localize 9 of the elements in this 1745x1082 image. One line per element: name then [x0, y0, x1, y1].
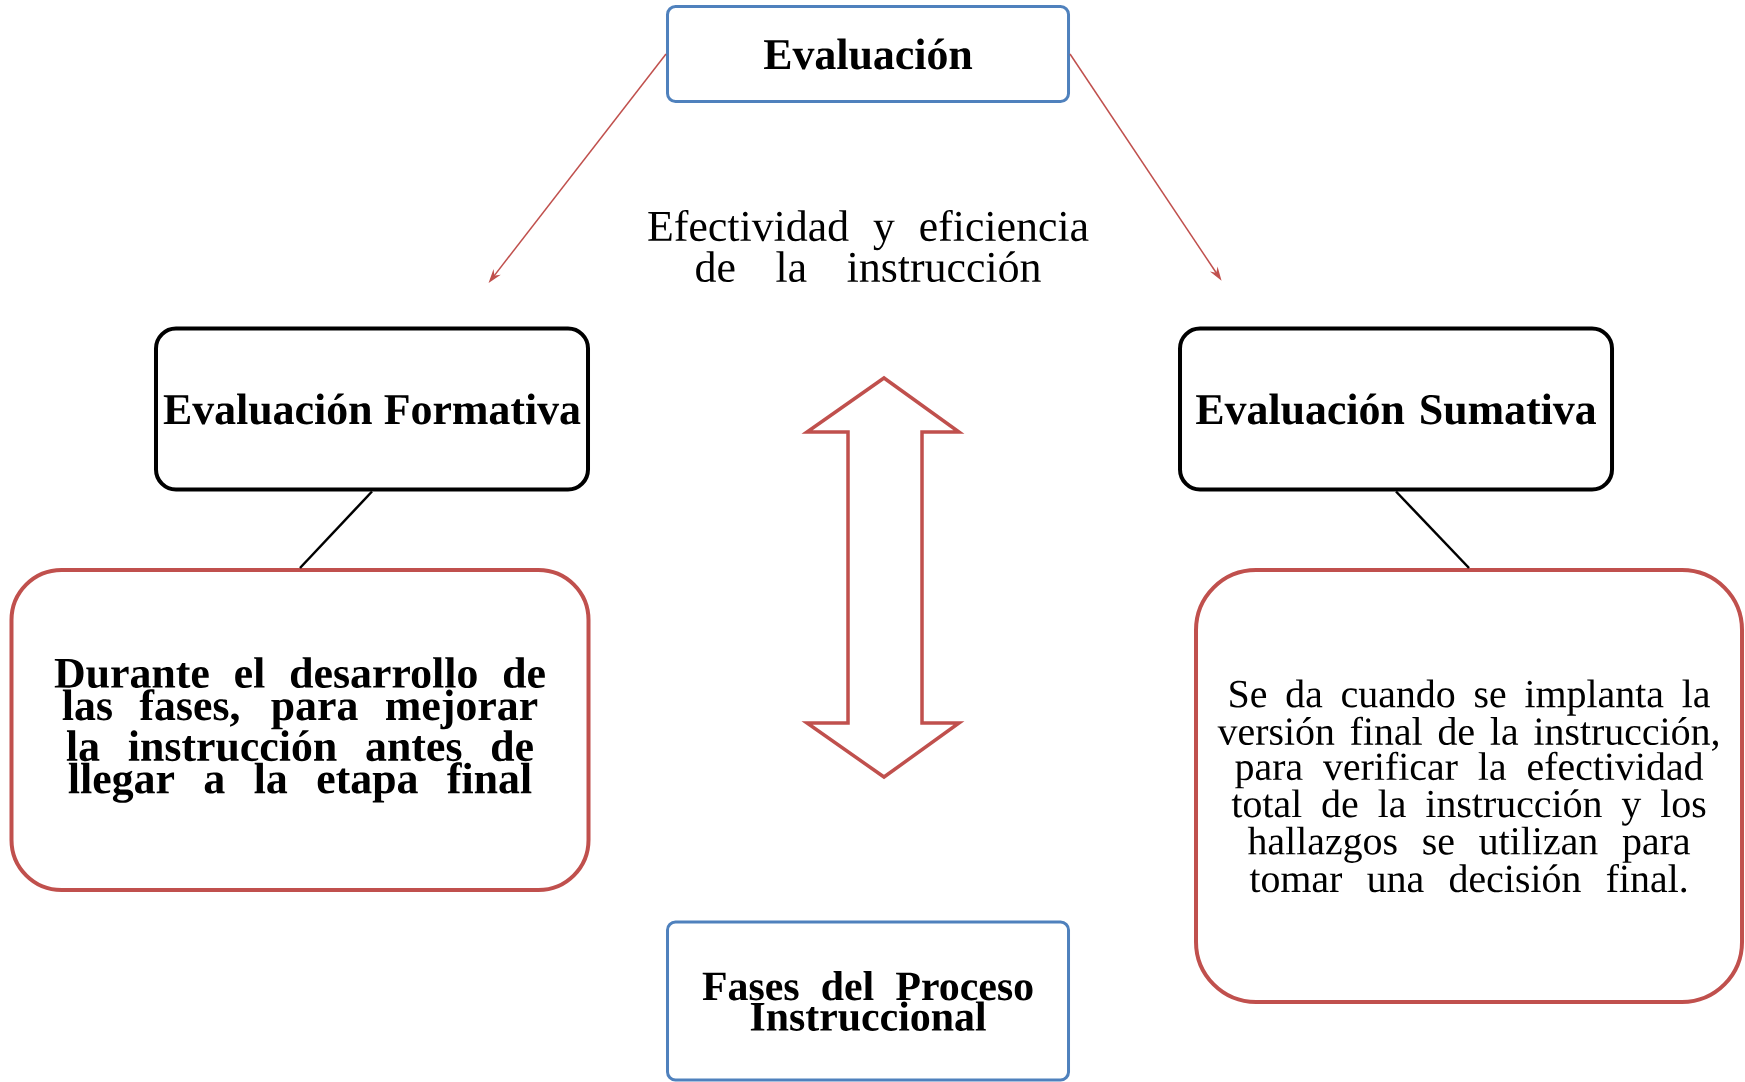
process-box: Fases del Proceso Instruccional	[666, 920, 1070, 1082]
connector-line	[299, 490, 373, 569]
caption-text: Efectividad y eficiencia de la instrucción	[648, 209, 1089, 283]
title-box: Evaluación	[666, 5, 1070, 103]
category-box: Evaluación Formativa	[154, 326, 590, 492]
description-box: Durante el desarrollo de las fases, para mejorar la instrucción antes de llegar a la etapa final	[9, 568, 591, 892]
connector-line	[1395, 490, 1470, 569]
category-box: Evaluación Sumativa	[1178, 326, 1614, 492]
description-box: Se da cuando se implanta la versión final de la instrucción, para verificar la efectividad total de la instrucción y los hallazgos se utilizan para tomar una decisión final.	[1194, 568, 1744, 1004]
